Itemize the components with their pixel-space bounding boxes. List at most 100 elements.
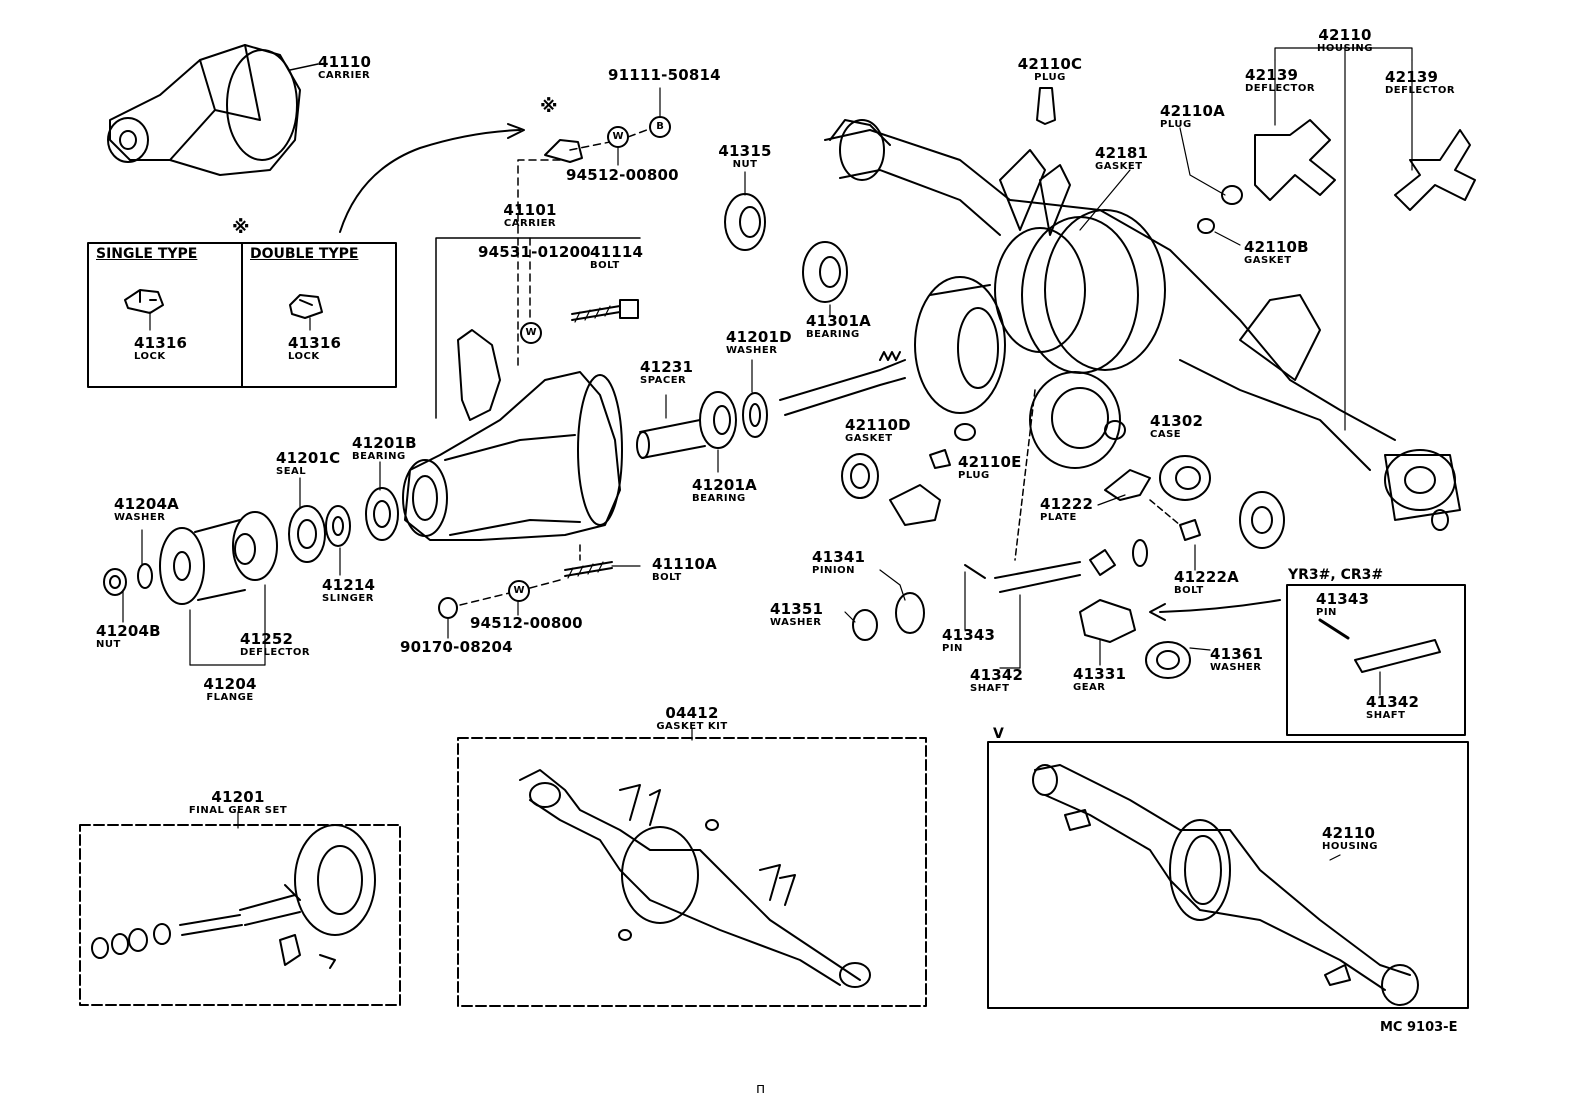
part-name: SHAFT [1366,710,1406,721]
part-name: NUT [96,639,121,650]
part-name: WASHER [770,617,822,628]
part-number: 41302 [1150,412,1204,430]
part-number: 41343 [942,626,996,644]
part-number: 04412 [665,704,719,722]
washer-marker-w: W [607,126,629,148]
part-name: BOLT [1174,585,1204,596]
lock-single-type-header: SINGLE TYPE [96,246,198,262]
part-number: 41204A [114,495,179,513]
label-94531: 94531-01200 [478,245,591,260]
bolt-marker-b: B [649,116,671,138]
plug-42110C-drawing [1036,87,1056,125]
part-number: 41204B [96,622,161,640]
part-name: CARRIER [318,70,371,81]
part-name: GASKET [845,433,893,444]
part-name: DEFLECTOR [240,647,311,658]
part-number: 41214 [322,576,376,594]
part-name: GASKET [1095,161,1143,172]
part-number: 41201A [692,476,757,494]
differential-case-drawing [841,371,1285,679]
part-number: 42110E [958,453,1022,471]
part-name: BEARING [352,451,406,462]
part-number: 41201D [726,328,792,346]
part-number: 41231 [640,358,694,376]
part-name: PLUG [1160,119,1192,130]
variant-v-marker: V [993,726,1004,742]
part-name: DEFLECTOR [1385,85,1456,96]
part-number: 41361 [1210,645,1264,663]
label-94512-bottom: 94512-00800 [470,616,583,631]
variant-box-title: YR3#, CR3# [1288,567,1384,583]
part-name: SHAFT [970,683,1010,694]
figure-code: MC 9103-E [1380,1020,1458,1035]
final-gear-set-frame [79,824,401,1006]
part-name: GEAR [1073,682,1106,693]
part-number: 42139 [1245,66,1299,84]
carrier-assembly-drawing [107,44,319,176]
part-name: PIN [1316,607,1337,618]
plug-42110A-drawing [1221,185,1243,205]
part-number: 41222 [1040,495,1094,513]
part-name: BEARING [692,493,746,504]
part-number: 41101 [503,201,557,219]
part-number: 41341 [812,548,866,566]
part-number: 42139 [1385,68,1439,86]
part-number: 90170-08204 [400,638,513,656]
part-name: PLUG [1034,72,1066,83]
part-number: 94512-00800 [470,614,583,632]
part-name: GASKET KIT [656,721,728,732]
part-name: WASHER [114,512,166,523]
part-number: 41301A [806,312,871,330]
part-name: LOCK [134,351,166,362]
part-name: HOUSING [1322,841,1378,852]
part-name: WASHER [1210,662,1262,673]
part-number: 42181 [1095,144,1149,162]
part-number: 41343 [1316,590,1370,608]
lock-part-drawing [544,139,583,163]
washer-marker-w: W [508,580,530,602]
part-number: 41252 [240,630,294,648]
part-name: SPACER [640,375,687,386]
part-name: CASE [1150,429,1182,440]
part-number: 41110 [318,53,372,71]
star-marker: ※ [540,96,558,117]
part-number: 91111-50814 [608,66,721,84]
part-number: 41342 [970,666,1024,684]
pinion-front-parts-drawing [103,487,399,605]
part-number: 41204 [203,675,257,693]
part-number: 42110D [845,416,911,434]
nut-90170-drawing [438,597,458,619]
part-number: 41110A [652,555,717,573]
housing-v-drawing [1032,764,1419,1006]
part-number: 41114 [590,243,644,261]
ring-pinion-gear-drawing [779,276,1006,416]
label-90170: 90170-08204 [400,640,513,655]
variant-arrow [1159,599,1281,613]
part-name: DEFLECTOR [1245,83,1316,94]
part-name: NUT [732,159,758,170]
